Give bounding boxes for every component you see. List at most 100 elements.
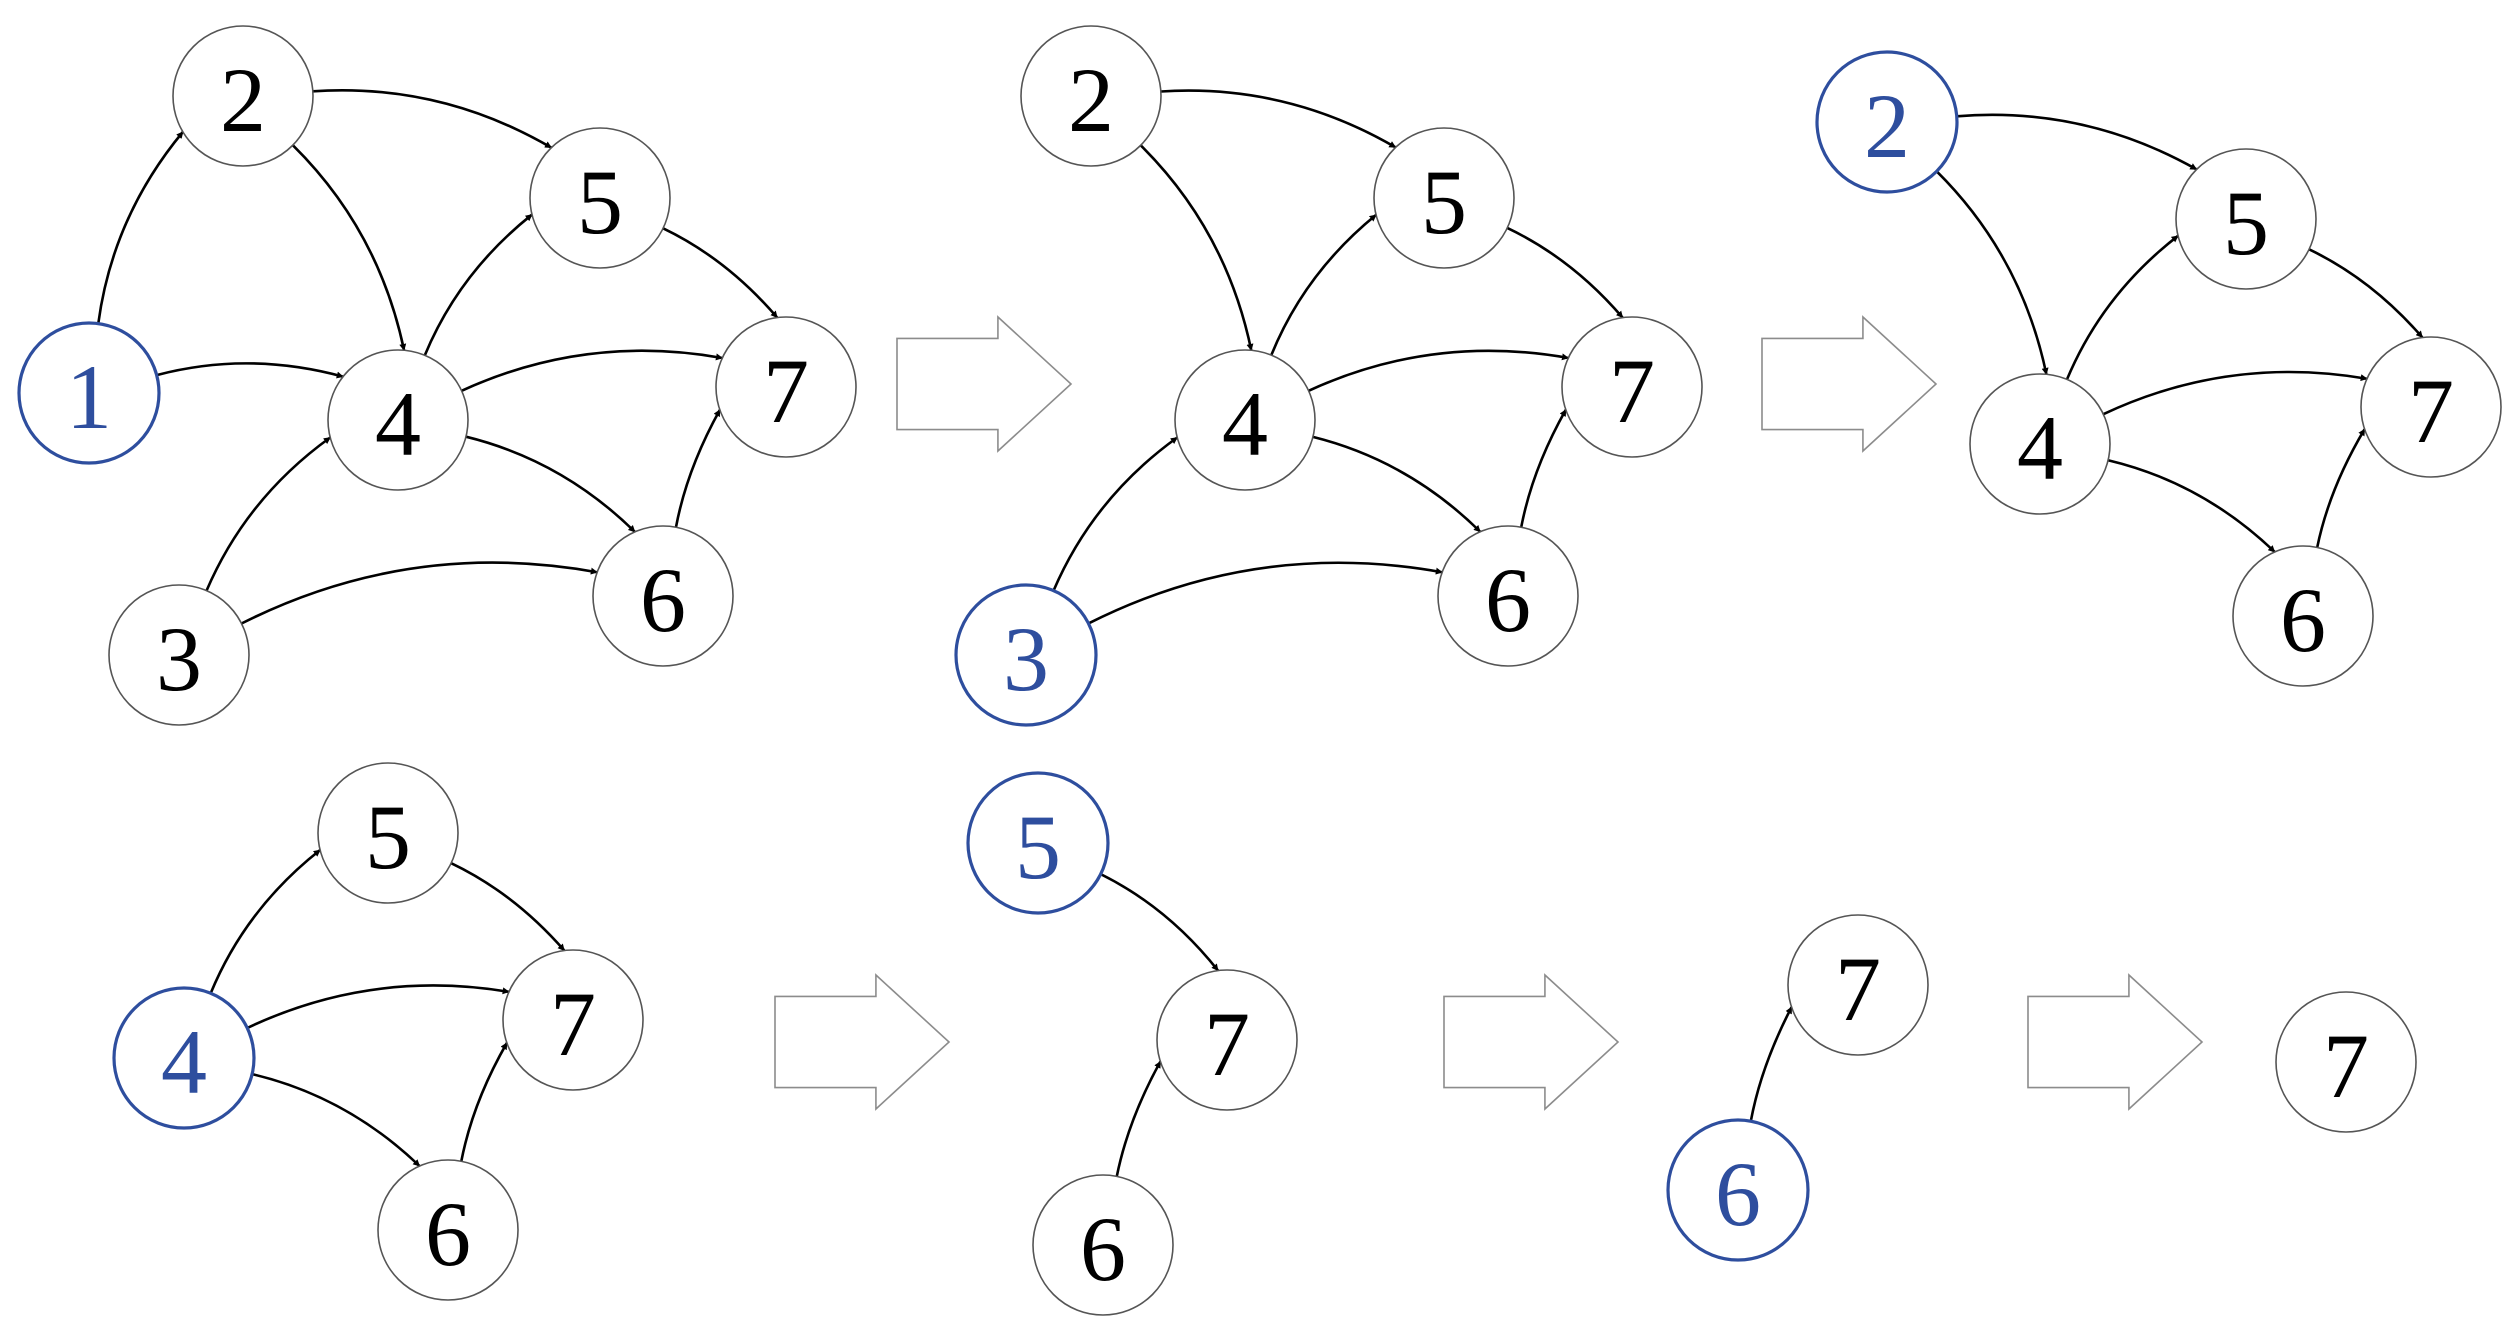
panel-2-edge-6-to-7 xyxy=(1519,409,1567,528)
panel-1-node-7-label: 7 xyxy=(763,340,809,442)
panel-2-node-5-label: 5 xyxy=(1421,151,1467,253)
panel-7-node-7-circle xyxy=(2275,991,2417,1133)
panel-7-node-7-label: 7 xyxy=(2323,1015,2369,1117)
panel-1-node-3-circle xyxy=(108,584,250,726)
panel-1-node-1-circle xyxy=(17,321,161,465)
panel-4-edge-4-to-5 xyxy=(209,848,321,994)
panel-2-node-3-circle xyxy=(954,583,1098,727)
panel-1-node-3-label: 3 xyxy=(156,608,202,710)
panel-3-node-5-label: 5 xyxy=(2223,172,2269,274)
panel-3-node-4: 4 xyxy=(1969,373,2111,515)
panel-3-edge-4-to-7 xyxy=(2102,370,2368,416)
panel-5-node-6: 6 xyxy=(1032,1174,1174,1316)
panel-2-node-2-circle xyxy=(1020,25,1162,167)
panel-5-node-6-label: 6 xyxy=(1080,1198,1126,1300)
panel-3-node-6-label: 6 xyxy=(2280,569,2326,671)
panel-2-node-3: 3 xyxy=(954,583,1098,727)
panel-3-node-4-circle xyxy=(1969,373,2111,515)
panel-4-edge-5-to-7 xyxy=(450,861,566,952)
panel-1-edge-1-to-4 xyxy=(156,362,344,379)
panel-5-edge-6-to-7 xyxy=(1115,1060,1162,1177)
panel-5-node-7: 7 xyxy=(1156,969,1298,1111)
panel-2-node-7-circle xyxy=(1561,316,1703,458)
panel-1-edge-4-to-5 xyxy=(423,213,533,356)
panel-2-node-2: 2 xyxy=(1020,25,1162,167)
panel-1-edge-6-to-7 xyxy=(674,409,721,528)
panel-1-node-2: 2 xyxy=(172,25,314,167)
panel-2-node-4-label: 4 xyxy=(1222,373,1268,475)
step-arrow-4 xyxy=(1443,973,1620,1111)
panel-1-node-5-circle xyxy=(529,127,671,269)
panel-1-node-6: 6 xyxy=(592,525,734,667)
panel-5-edge-5-to-7 xyxy=(1100,872,1220,972)
panel-3-edge-2-to-5 xyxy=(1956,113,2198,171)
panel-1-edge-3-to-4 xyxy=(205,436,331,592)
panel-1-node-1: 1 xyxy=(17,321,161,465)
panel-2-edge-4-to-6 xyxy=(1312,435,1482,533)
panel-3-edge-6-to-7 xyxy=(2315,428,2366,548)
panel-3-edge-5-to-7 xyxy=(2308,248,2424,339)
panel-4-node-6-circle xyxy=(377,1159,519,1301)
panel-1-edge-1-to-2 xyxy=(96,131,184,324)
panel-6-node-7: 7 xyxy=(1787,914,1929,1056)
panel-2: 2 3 4 5 6 7 xyxy=(954,25,1703,727)
panel-4-node-4-label: 4 xyxy=(161,1011,207,1113)
panel-1-node-2-circle xyxy=(172,25,314,167)
panel-1-node-6-circle xyxy=(592,525,734,667)
panel-4-node-5-label: 5 xyxy=(365,786,411,888)
panel-6-node-6-circle xyxy=(1666,1118,1810,1262)
panel-5-node-7-label: 7 xyxy=(1204,993,1250,1095)
step-arrow-3 xyxy=(774,973,951,1111)
panel-1-edge-4-to-6 xyxy=(465,435,636,533)
panel-2-edge-2-to-4 xyxy=(1139,144,1254,351)
panel-4-node-7-circle xyxy=(502,949,644,1091)
panel-1-node-5: 5 xyxy=(529,127,671,269)
panel-6-node-7-label: 7 xyxy=(1835,938,1881,1040)
step-arrows xyxy=(774,315,2204,1111)
panel-4-node-4-circle xyxy=(112,986,256,1130)
panel-2-edge-4-to-7 xyxy=(1308,349,1569,392)
panel-1-node-6-label: 6 xyxy=(640,549,686,651)
panel-6-node-6-label: 6 xyxy=(1715,1143,1761,1245)
panel-5-node-5-label: 5 xyxy=(1015,796,1061,898)
panel-4-node-7-label: 7 xyxy=(550,973,596,1075)
panel-1-node-5-label: 5 xyxy=(577,151,623,253)
panel-3-node-2-circle xyxy=(1815,50,1959,194)
panel-2-node-5-circle xyxy=(1373,127,1515,269)
panel-7: 7 xyxy=(2275,991,2417,1133)
panel-3-node-2-label: 2 xyxy=(1864,75,1910,177)
panel-2-node-6: 6 xyxy=(1437,525,1579,667)
panel-3-edge-2-to-4 xyxy=(1935,170,2049,375)
step-arrow-5 xyxy=(2027,973,2204,1111)
panel-1-node-3: 3 xyxy=(108,584,250,726)
panel-4-node-7: 7 xyxy=(502,949,644,1091)
panel-5-node-7-circle xyxy=(1156,969,1298,1111)
panel-4-node-4: 4 xyxy=(112,986,256,1130)
panel-1-node-4-circle xyxy=(327,349,469,491)
panel-3-edge-4-to-6 xyxy=(2107,458,2276,553)
panel-1-edge-4-to-7 xyxy=(461,349,723,392)
panel-6-edge-6-to-7 xyxy=(1749,1006,1793,1122)
panel-2-node-6-circle xyxy=(1437,525,1579,667)
panel-2-node-3-label: 3 xyxy=(1003,608,1049,710)
panel-2-edge-3-to-4 xyxy=(1052,436,1178,592)
panel-1-node-4: 4 xyxy=(327,349,469,491)
step-arrow-2 xyxy=(1761,315,1938,453)
panel-5: 5 6 7 xyxy=(966,771,1298,1316)
panel-3-node-7-circle xyxy=(2360,336,2502,478)
panel-6-node-6: 6 xyxy=(1666,1118,1810,1262)
panel-5-node-6-circle xyxy=(1032,1174,1174,1316)
panel-4-node-5: 5 xyxy=(317,762,459,904)
panel-3-node-7: 7 xyxy=(2360,336,2502,478)
panel-2-node-7: 7 xyxy=(1561,316,1703,458)
panel-3-node-5: 5 xyxy=(2175,148,2317,290)
panel-1-node-1-label: 1 xyxy=(66,346,112,448)
panel-4-edge-6-to-7 xyxy=(460,1042,508,1162)
panel-2-node-4-circle xyxy=(1174,349,1316,491)
panel-2-node-5: 5 xyxy=(1373,127,1515,269)
panel-4-edge-4-to-7 xyxy=(246,984,510,1030)
panel-2-edge-3-to-6 xyxy=(1087,561,1443,625)
panel-5-node-5: 5 xyxy=(966,771,1110,915)
